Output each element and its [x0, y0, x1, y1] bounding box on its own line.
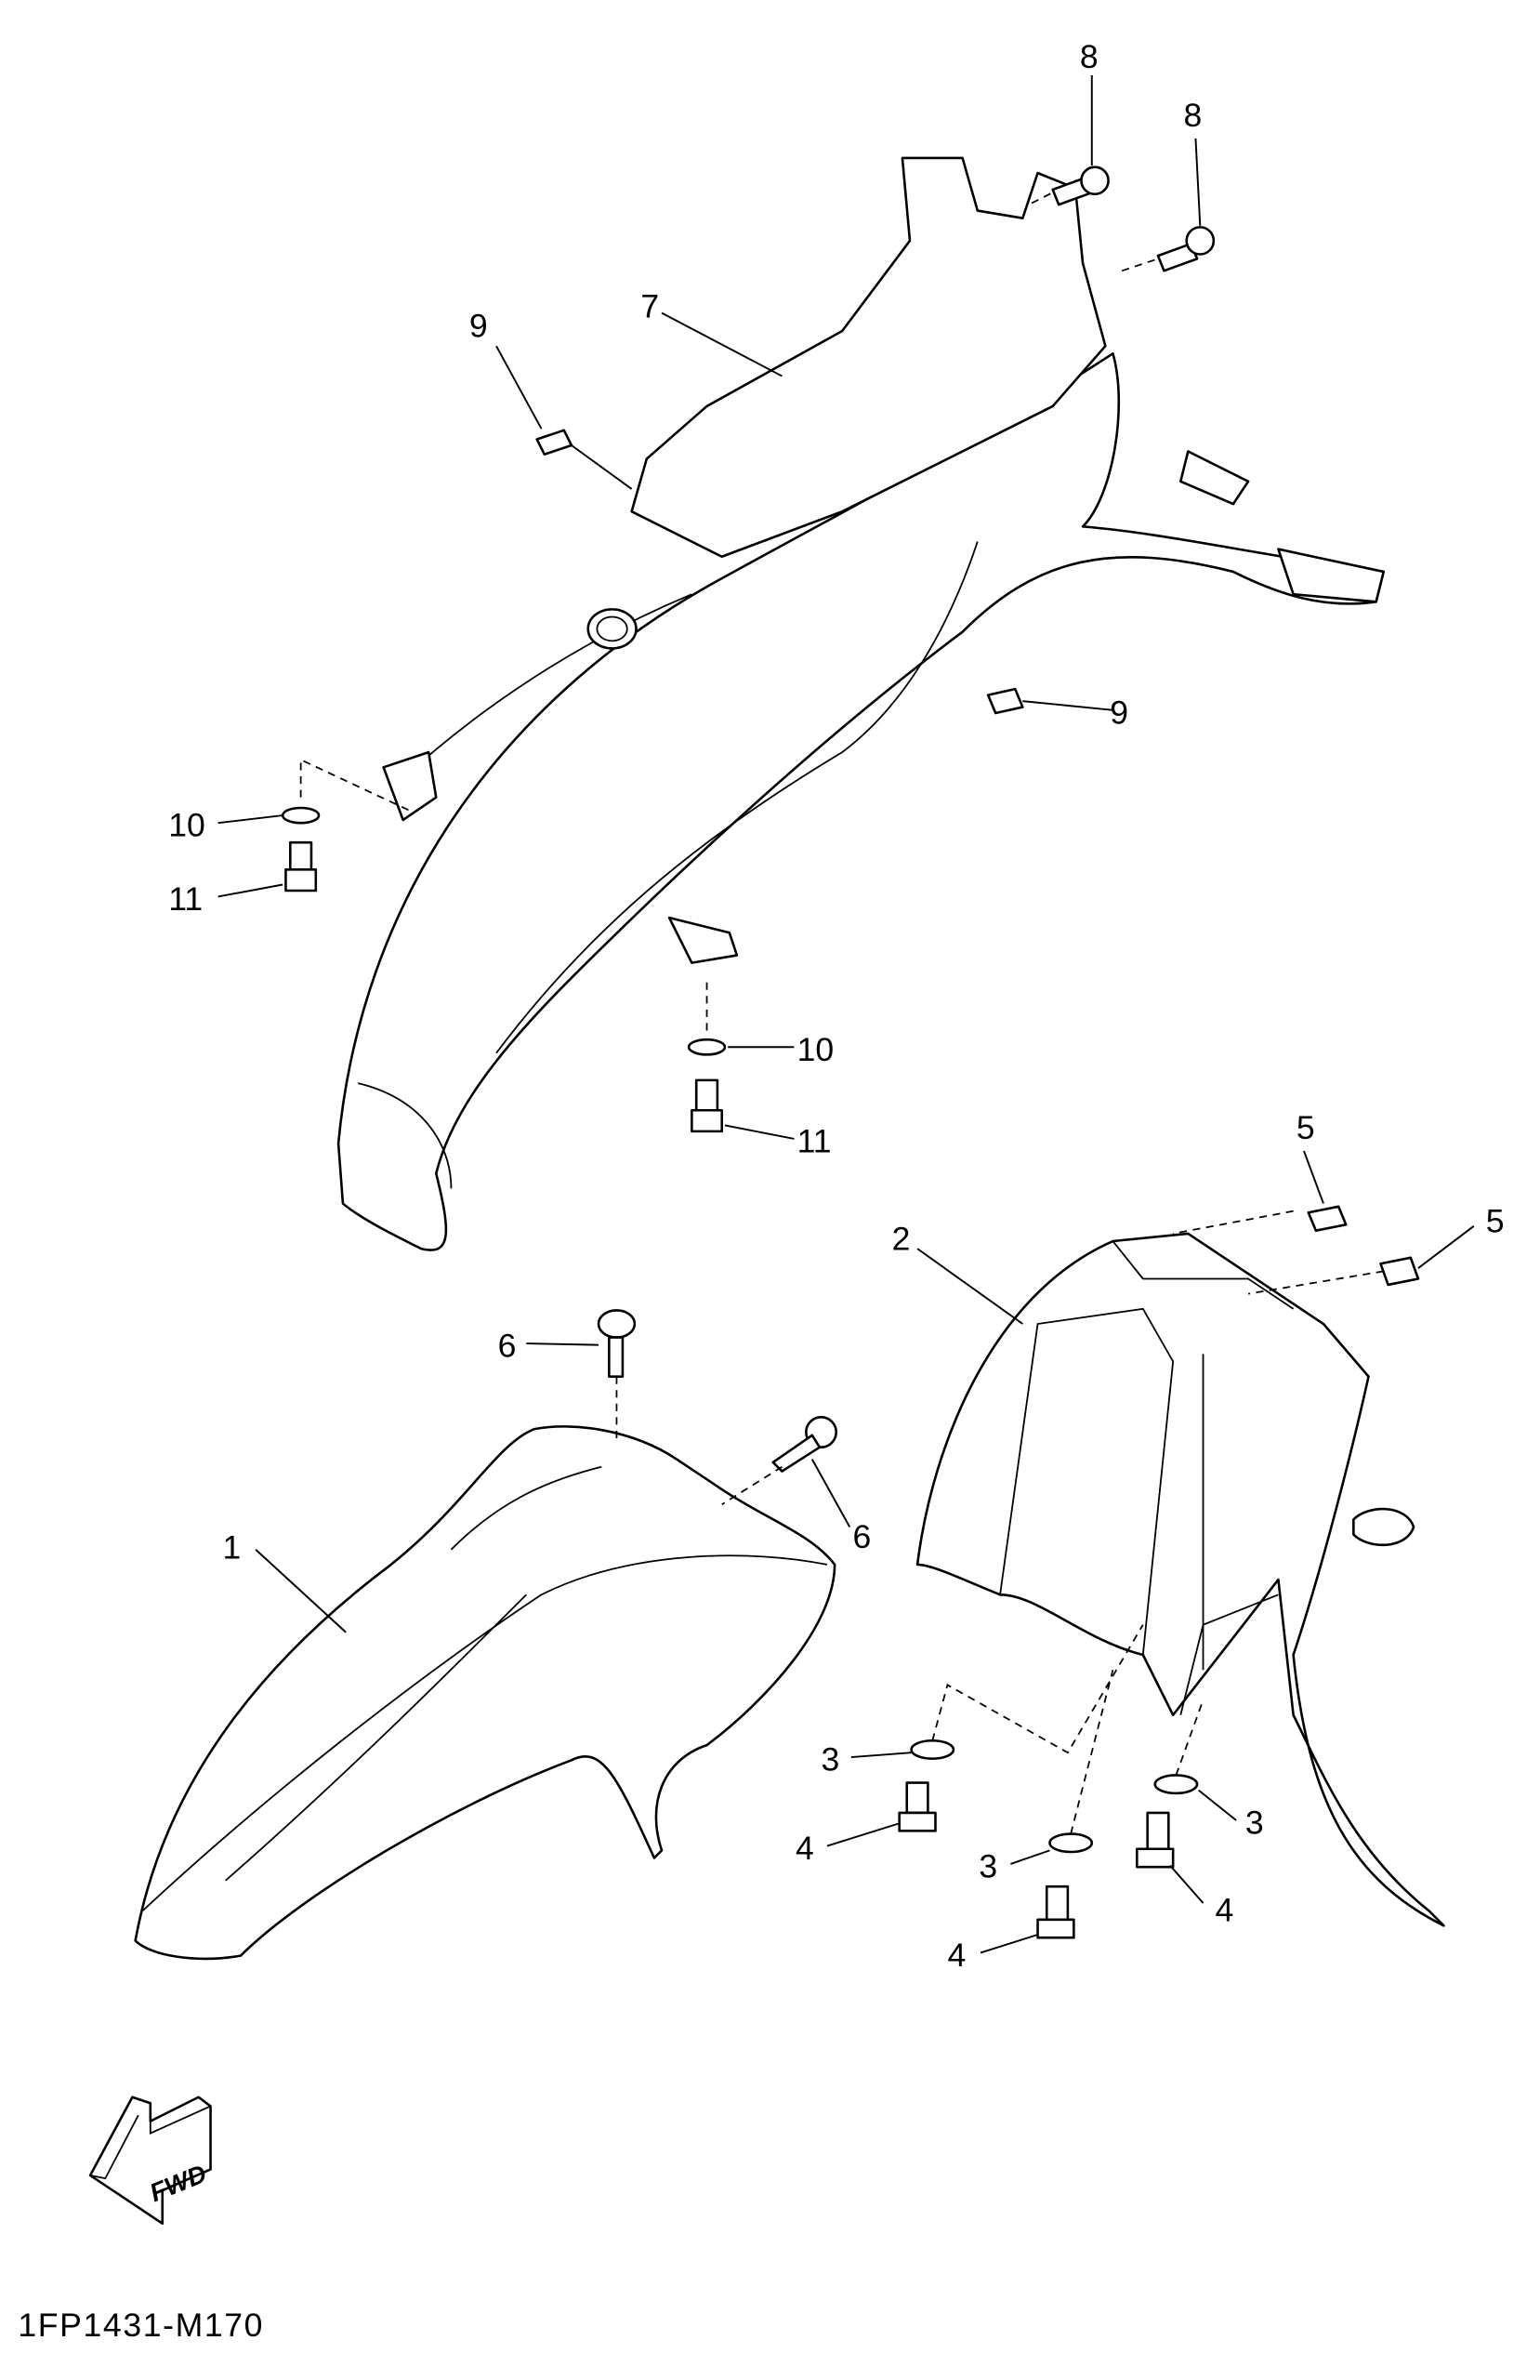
callout-10a: 10 — [168, 807, 205, 844]
callout-11b: 11 — [797, 1123, 832, 1160]
front-fender-part — [134, 1425, 836, 1961]
callout-4c: 4 — [947, 1937, 966, 1974]
callout-9a: 9 — [469, 308, 488, 345]
callout-11a: 11 — [168, 880, 203, 918]
callout-4a: 4 — [796, 1830, 814, 1867]
callout-labels: 8 8 7 9 9 10 11 10 11 5 5 2 6 6 1 3 4 3 … — [168, 38, 1504, 1974]
callout-3a: 3 — [822, 1741, 840, 1778]
callout-7: 7 — [640, 287, 659, 324]
callout-8b: 8 — [1183, 97, 1202, 134]
drawing-code: 1FP1431-M170 — [18, 2307, 264, 2344]
rear-fender-upper-part — [336, 156, 1386, 1251]
callout-2: 2 — [892, 1221, 911, 1258]
fasteners — [281, 165, 1420, 1939]
callout-5a: 5 — [1296, 1109, 1315, 1146]
callout-6a: 6 — [498, 1328, 517, 1365]
callout-3c: 3 — [979, 1848, 997, 1885]
callout-4b: 4 — [1215, 1891, 1233, 1928]
callout-10b: 10 — [797, 1031, 835, 1068]
callout-6b: 6 — [852, 1518, 871, 1555]
leader-lines — [217, 74, 1475, 1954]
fwd-arrow-icon: FWD — [88, 2096, 212, 2225]
callout-8a: 8 — [1080, 38, 1099, 75]
callout-9b: 9 — [1110, 694, 1128, 731]
rear-fender-part — [915, 1232, 1445, 1927]
callout-1: 1 — [222, 1528, 241, 1566]
callout-3b: 3 — [1245, 1805, 1264, 1842]
callout-5b: 5 — [1486, 1202, 1505, 1239]
